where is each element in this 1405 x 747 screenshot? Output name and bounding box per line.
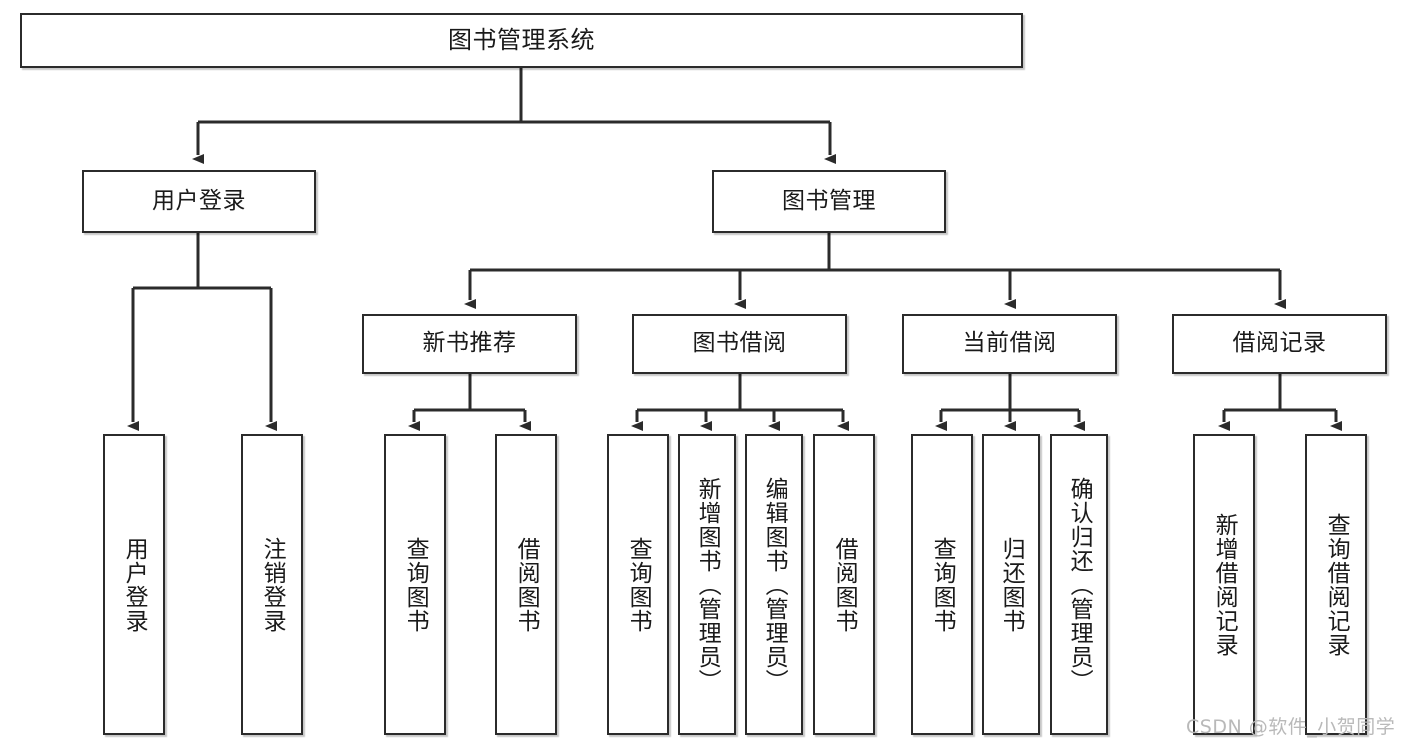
leaf-query-book-1-label: 查询图书: [402, 536, 429, 633]
node-root-label: 图书管理系统: [448, 26, 595, 55]
leaf-borrow-book-2-label: 借阅图书: [831, 536, 858, 633]
node-user-login[interactable]: 用户登录: [82, 170, 316, 233]
node-new-book-recommend-label: 新书推荐: [422, 330, 517, 357]
leaf-return-book-label: 归还图书: [998, 536, 1025, 633]
node-book-manage[interactable]: 图书管理: [712, 170, 946, 233]
leaf-query-book-3-label: 查询图书: [929, 536, 956, 633]
leaf-query-book-1[interactable]: 查询图书: [384, 434, 446, 735]
leaf-query-borrow-record-label: 查询借阅记录: [1323, 512, 1350, 657]
leaf-query-book-2[interactable]: 查询图书: [607, 434, 669, 735]
node-root[interactable]: 图书管理系统: [20, 13, 1023, 68]
leaf-user-login[interactable]: 用户登录: [103, 434, 165, 735]
leaf-query-book-3[interactable]: 查询图书: [911, 434, 973, 735]
node-current-borrow-label: 当前借阅: [962, 330, 1057, 357]
node-user-login-label: 用户登录: [152, 187, 246, 214]
leaf-query-borrow-record[interactable]: 查询借阅记录: [1305, 434, 1367, 735]
leaf-user-login-label: 用户登录: [121, 536, 148, 633]
node-borrow-record-label: 借阅记录: [1232, 330, 1327, 357]
leaf-borrow-book-1[interactable]: 借阅图书: [495, 434, 557, 735]
node-book-manage-label: 图书管理: [782, 187, 876, 214]
leaf-logout-login-label: 注销登录: [259, 536, 286, 633]
leaf-borrow-book-2[interactable]: 借阅图书: [813, 434, 875, 735]
node-borrow-record[interactable]: 借阅记录: [1172, 314, 1387, 374]
node-current-borrow[interactable]: 当前借阅: [902, 314, 1117, 374]
leaf-borrow-book-1-label: 借阅图书: [513, 536, 540, 633]
leaf-logout-login[interactable]: 注销登录: [241, 434, 303, 735]
node-new-book-recommend[interactable]: 新书推荐: [362, 314, 577, 374]
node-book-borrow-label: 图书借阅: [692, 330, 787, 357]
leaf-edit-book-label: 编辑图书（管理员）: [761, 476, 788, 693]
leaf-add-book[interactable]: 新增图书（管理员）: [678, 434, 736, 735]
node-book-borrow[interactable]: 图书借阅: [632, 314, 847, 374]
leaf-edit-book[interactable]: 编辑图书（管理员）: [745, 434, 803, 735]
leaf-confirm-return-label: 确认归还（管理员）: [1066, 476, 1093, 693]
leaf-query-book-2-label: 查询图书: [625, 536, 652, 633]
leaf-confirm-return[interactable]: 确认归还（管理员）: [1050, 434, 1108, 735]
leaf-add-borrow-record-label: 新增借阅记录: [1211, 512, 1238, 657]
leaf-add-book-label: 新增图书（管理员）: [694, 476, 721, 693]
leaf-add-borrow-record[interactable]: 新增借阅记录: [1193, 434, 1255, 735]
watermark: CSDN @软件_小贺同学: [1186, 716, 1396, 738]
leaf-return-book[interactable]: 归还图书: [982, 434, 1040, 735]
